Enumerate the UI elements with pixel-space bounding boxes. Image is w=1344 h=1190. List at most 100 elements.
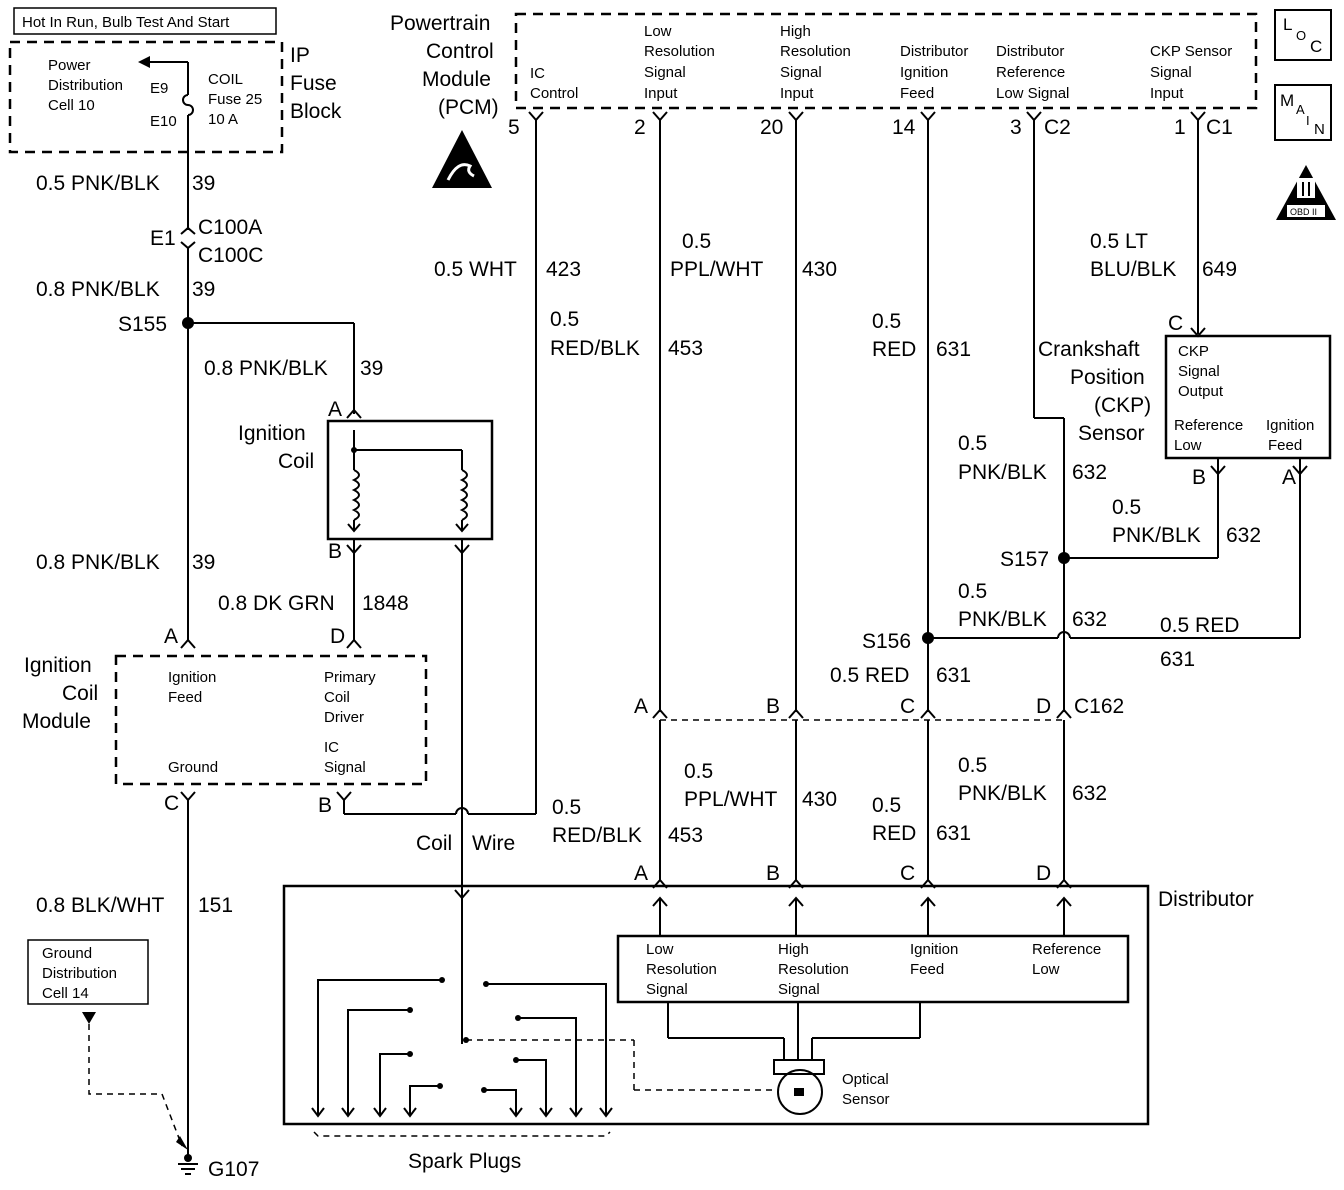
w632a-size-2: PNK/BLK: [958, 461, 1047, 484]
main-n: N: [1314, 121, 1325, 138]
w453b-size-1: 0.5: [552, 796, 581, 819]
coil-pin-b-connector: [346, 544, 362, 555]
fuse-block-label-3: Block: [290, 100, 342, 123]
dist-high-3: Signal: [778, 981, 820, 998]
w632a-num: 632: [1072, 461, 1107, 484]
w631c-num: 631: [936, 822, 971, 845]
distributor: [282, 880, 1150, 1137]
w649-size-1: 0.5 LT: [1090, 230, 1148, 253]
w632c-size-1: 0.5: [958, 580, 987, 603]
w631a-size-1: 0.5: [872, 310, 901, 333]
pcm-ic-2: Control: [530, 85, 578, 102]
main-i: I: [1306, 113, 1310, 128]
w649-size-2: BLU/BLK: [1090, 258, 1176, 281]
w631b-num: 631: [936, 664, 971, 687]
pcm-ckp-1: CKP Sensor: [1150, 43, 1232, 60]
pcm-module: [514, 12, 1258, 110]
pcm-pin-3: 3: [1010, 116, 1022, 139]
w423-size: 0.5 WHT: [434, 258, 517, 281]
w632c-size-2: PNK/BLK: [958, 608, 1047, 631]
w649-num: 649: [1202, 258, 1237, 281]
ground-icon: [178, 1154, 198, 1175]
ckp-feed-2: Feed: [1268, 437, 1302, 454]
pcm-title-1: Powertrain: [390, 12, 490, 35]
w151-size: 0.8 BLK/WHT: [36, 894, 165, 917]
pcm-ref-2: Reference: [996, 64, 1065, 81]
module-pin-d-connector: [346, 638, 362, 649]
w632d-size-2: PNK/BLK: [958, 782, 1047, 805]
pcm-title-3: Module: [422, 68, 491, 91]
w430b-size-1: 0.5: [684, 760, 713, 783]
circuit-note: Hot In Run, Bulb Test And Start: [13, 7, 277, 35]
w430b-size-2: PPL/WHT: [684, 788, 778, 811]
dist-pin-a: A: [634, 862, 648, 885]
main-a: A: [1296, 102, 1305, 117]
ckp-label-2: Position: [1070, 366, 1145, 389]
module-pin-d: D: [330, 625, 345, 648]
w39a-size: 0.5 PNK/BLK: [36, 172, 160, 195]
pcm-ref-1: Distributor: [996, 43, 1064, 60]
pcm-title-4: (PCM): [438, 96, 499, 119]
coil-wire-label-2: Wire: [472, 832, 515, 855]
left-column-wires: [180, 152, 355, 1160]
c162-pin-c: C: [900, 695, 915, 718]
ckp-ref-1: Reference: [1174, 417, 1243, 434]
pcm-high-2: Resolution: [780, 43, 851, 60]
ckp-pin-a: A: [1282, 466, 1296, 489]
dist-low-3: Signal: [646, 981, 688, 998]
w632b-num: 632: [1226, 524, 1261, 547]
gdc-2: Distribution: [42, 965, 117, 982]
module-feed-2: Feed: [168, 689, 202, 706]
pdc-3: Cell 10: [48, 97, 95, 114]
w1848-size: 0.8 DK GRN: [218, 592, 335, 615]
pcm-ckp-2: Signal: [1150, 64, 1192, 81]
distributor-label: Distributor: [1158, 888, 1254, 911]
fuse-name-1: COIL: [208, 71, 243, 88]
pcm-pin-14: 14: [892, 116, 916, 139]
fuse-name-2: Fuse 25: [208, 91, 262, 108]
w631c-size-2: RED: [872, 822, 916, 845]
pcm-low-3: Signal: [644, 64, 686, 81]
w632d-size-1: 0.5: [958, 754, 987, 777]
pdc-1: Power: [48, 57, 91, 74]
pcm-c2: C2: [1044, 116, 1071, 139]
e10-label: E10: [150, 113, 177, 130]
pcm-low-4: Input: [644, 85, 678, 102]
coil-label-2: Coil: [278, 450, 314, 473]
module-label-1: Ignition: [24, 654, 92, 677]
pcm-pin-5: 5: [508, 116, 520, 139]
ckp-ref-2: Low: [1174, 437, 1202, 454]
c162-pin-d: D: [1036, 695, 1051, 718]
w631b-size: 0.5 RED: [830, 664, 909, 687]
obd-ii-icon: OBD II: [1276, 165, 1336, 220]
pcm-pin-20: 20: [760, 116, 783, 139]
module-label-2: Coil: [62, 682, 98, 705]
w430a-size-2: PPL/WHT: [670, 258, 764, 281]
ckp-out-1: CKP: [1178, 343, 1209, 360]
dist-feed-1: Ignition: [910, 941, 958, 958]
pcm-pin-2: 2: [634, 116, 646, 139]
c100a-connector: [180, 226, 196, 235]
pcm-title-2: Control: [426, 40, 494, 63]
coil-pin-a: A: [328, 398, 342, 421]
w632a-size-1: 0.5: [958, 432, 987, 455]
w453b-num: 453: [668, 824, 703, 847]
fuse-name-3: 10 A: [208, 111, 238, 128]
e9-label: E9: [150, 80, 168, 97]
optical-sensor-2: Sensor: [842, 1091, 890, 1108]
pcm-dist-2: Ignition: [900, 64, 948, 81]
optical-sensor-1: Optical: [842, 1071, 889, 1088]
c100a-label: C100A: [198, 216, 262, 239]
module-pin-a: A: [164, 625, 178, 648]
fuse-symbol: [138, 56, 194, 152]
w39d-num: 39: [192, 551, 215, 574]
dist-high-1: High: [778, 941, 809, 958]
w453a-size-1: 0.5: [550, 308, 579, 331]
s156-label: S156: [862, 630, 911, 653]
ckp-out-2: Signal: [1178, 363, 1220, 380]
module-ground: Ground: [168, 759, 218, 776]
g107-label: G107: [208, 1158, 259, 1181]
module-pin-b: B: [318, 794, 332, 817]
module-driver-1: Primary: [324, 669, 376, 686]
